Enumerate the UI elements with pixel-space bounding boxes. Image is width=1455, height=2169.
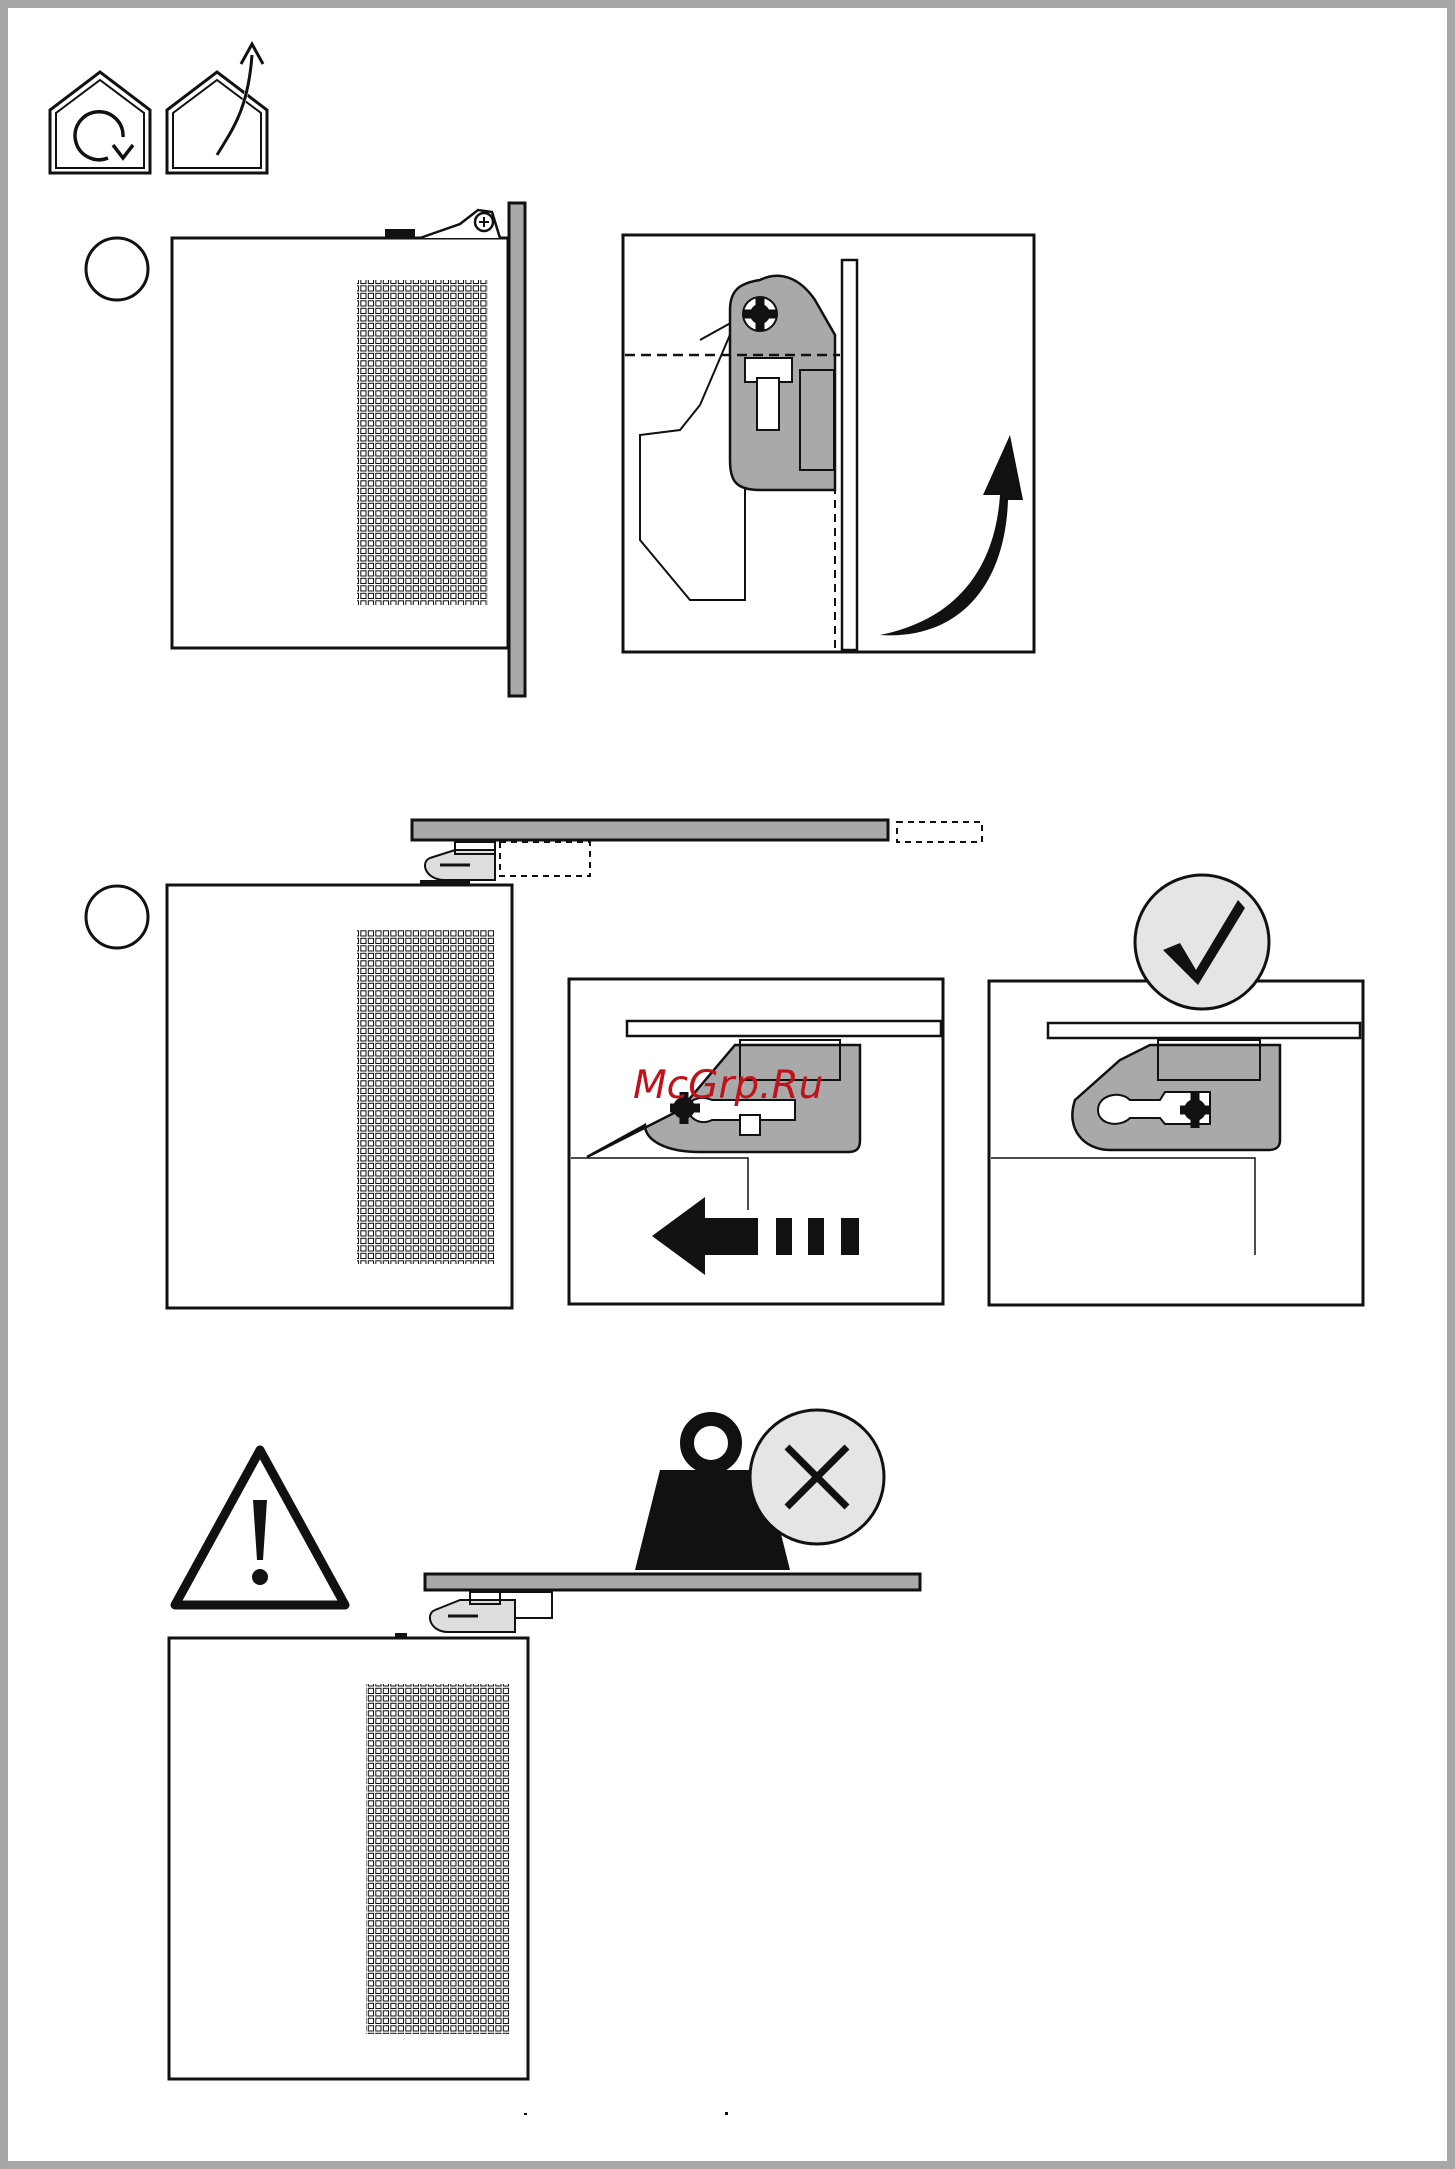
step-1-pc-side — [172, 203, 525, 696]
cross-icon — [750, 1410, 884, 1544]
step-2-pc-side — [167, 880, 512, 1308]
watermark: McGrp.Ru — [633, 1063, 823, 1108]
step-1-circle — [86, 238, 148, 300]
mounting-panel-top — [412, 820, 888, 840]
step-2-circle — [86, 886, 148, 948]
step-1-detail — [623, 235, 1034, 652]
mounting-panel — [509, 203, 525, 696]
step-2-detail-slide: McGrp.Ru — [569, 979, 943, 1304]
mounting-panel-load — [425, 1574, 920, 1590]
step-3-pc-side — [169, 1633, 528, 2079]
checkmark-icon — [1135, 875, 1269, 1009]
